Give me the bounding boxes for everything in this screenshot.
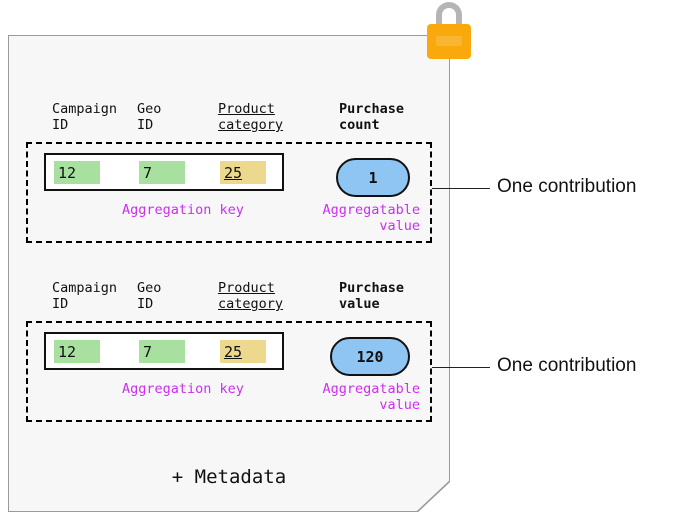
callout-connector-1 [432,188,490,189]
callout-connector-2 [432,367,490,368]
padlock-body [427,24,471,59]
key-field-product-category-2: 25 [220,340,266,363]
metadata-footer-label: + Metadata [171,466,287,488]
contribution-group-1 [26,142,432,243]
aggregation-key-caption-1: Aggregation key [122,202,244,218]
key-field-campaign-id-1: 12 [54,161,100,184]
padlock-keyhole [436,36,462,46]
aggregation-key-caption-2: Aggregation key [122,381,244,397]
contribution-group-2 [26,321,432,422]
callout-label-1: One contribution [497,176,637,197]
key-field-geo-id-2: 7 [139,340,185,363]
padlock-icon [425,2,473,64]
aggregation-key-box-1: 12 7 25 [44,153,284,191]
report-card [8,35,450,512]
callout-label-2: One contribution [497,355,637,376]
key-field-product-category-1: 25 [220,161,266,184]
aggregatable-value-pill-1: 1 [336,158,410,197]
aggregation-key-box-2: 12 7 25 [44,332,284,370]
key-field-campaign-id-2: 12 [54,340,100,363]
key-field-geo-id-1: 7 [139,161,185,184]
padlock-shackle [436,2,462,32]
aggregatable-value-pill-2: 120 [330,337,410,376]
